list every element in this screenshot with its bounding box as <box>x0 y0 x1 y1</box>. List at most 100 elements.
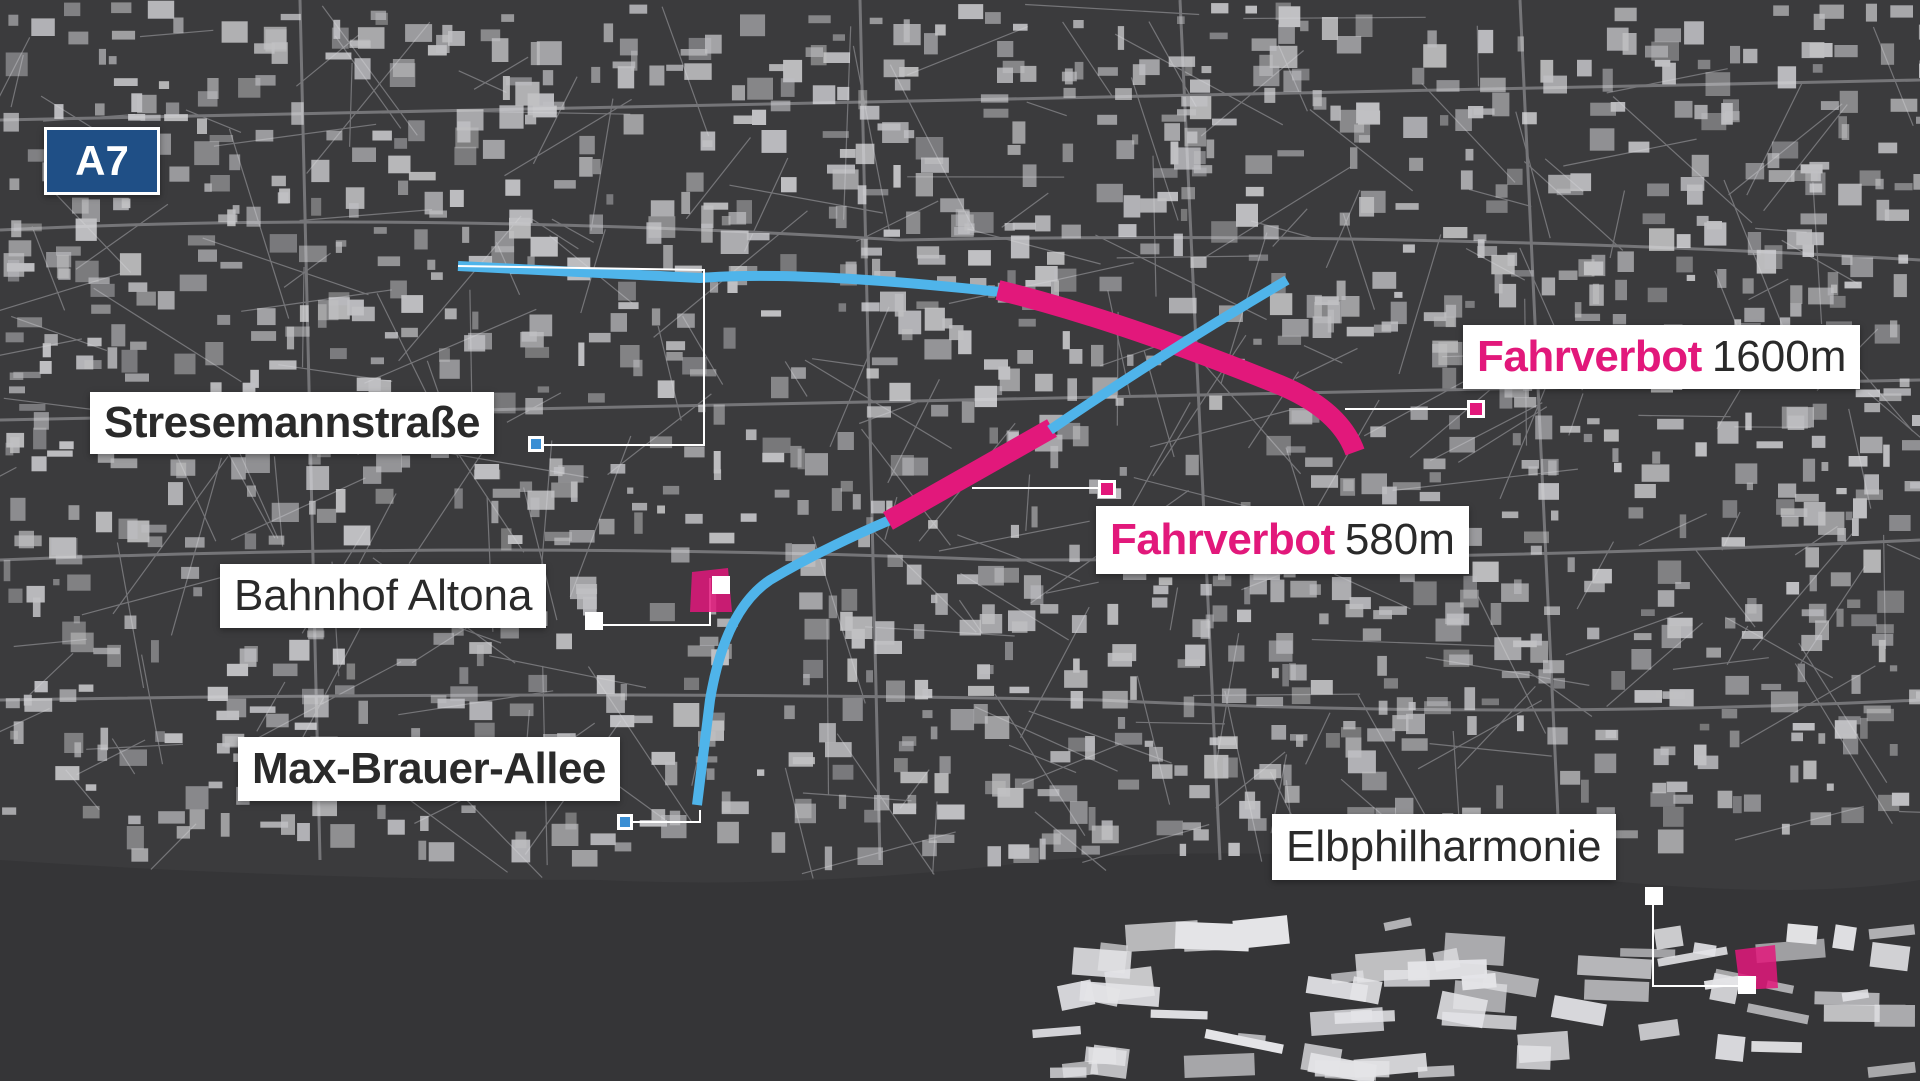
building <box>657 380 675 398</box>
building <box>9 386 25 394</box>
building <box>1864 403 1881 413</box>
building <box>444 308 457 320</box>
street <box>31 226 66 311</box>
building <box>1669 617 1693 627</box>
label-ban-maxbrauer[interactable]: Fahrverbot 580m <box>1096 506 1469 574</box>
label-elbphilharmonie[interactable]: Elbphilharmonie <box>1272 814 1616 880</box>
building <box>356 377 381 392</box>
label-bahnhof-altona[interactable]: Bahnhof Altona <box>220 564 547 628</box>
building <box>630 715 653 724</box>
building <box>1149 746 1163 762</box>
route-stresemannstrasse <box>457 261 1001 297</box>
building <box>1494 274 1503 294</box>
building <box>1256 696 1284 707</box>
building <box>1063 87 1076 98</box>
building <box>527 256 535 272</box>
harbor-building <box>1056 979 1096 1011</box>
building <box>721 791 731 813</box>
building <box>198 249 217 262</box>
building <box>1099 276 1122 292</box>
building <box>1193 829 1209 841</box>
building <box>530 42 540 66</box>
harbor-building <box>1751 1041 1802 1054</box>
building <box>210 382 222 400</box>
building <box>358 700 368 724</box>
building <box>788 752 813 767</box>
building <box>1860 717 1868 739</box>
building <box>1805 547 1819 568</box>
building <box>5 332 24 343</box>
label-ban-stresemann[interactable]: Fahrverbot 1600m <box>1463 325 1861 389</box>
building <box>1641 464 1670 482</box>
building <box>558 465 584 483</box>
building <box>147 536 163 548</box>
building <box>70 632 94 653</box>
building <box>1467 716 1477 735</box>
street <box>111 738 136 775</box>
building <box>1330 105 1341 121</box>
label-stresemannstrasse[interactable]: Stresemannstraße <box>90 392 494 454</box>
building <box>837 86 850 101</box>
building <box>1047 251 1065 265</box>
building <box>827 164 855 174</box>
building <box>1449 415 1460 430</box>
building <box>1777 66 1797 89</box>
building <box>906 564 922 585</box>
building <box>1064 68 1073 85</box>
building <box>1800 213 1827 225</box>
harbor-building <box>1350 1009 1373 1022</box>
building <box>95 103 105 116</box>
building <box>1442 367 1457 389</box>
building <box>528 674 548 692</box>
building <box>1855 389 1880 398</box>
building <box>1499 283 1517 308</box>
building <box>1663 806 1684 827</box>
building <box>216 743 230 754</box>
building <box>819 723 836 743</box>
building <box>1211 3 1229 14</box>
street <box>1523 161 1624 251</box>
label-max-brauer-allee[interactable]: Max-Brauer-Allee <box>238 737 620 801</box>
building <box>657 505 665 514</box>
building <box>1050 445 1059 469</box>
building <box>205 342 224 366</box>
markers <box>528 400 1778 994</box>
building <box>942 318 953 329</box>
building <box>515 81 540 106</box>
building <box>1392 482 1421 491</box>
building <box>1375 807 1396 816</box>
building <box>958 4 984 20</box>
building <box>1809 574 1817 592</box>
building <box>525 114 537 125</box>
building <box>5 52 28 77</box>
building <box>1403 116 1428 138</box>
building <box>1209 32 1228 40</box>
building <box>617 66 635 89</box>
building <box>42 343 51 358</box>
building <box>375 488 394 504</box>
building <box>968 685 995 696</box>
building <box>1853 498 1867 519</box>
harbor-building <box>1577 955 1653 980</box>
building <box>886 680 905 702</box>
building <box>875 621 895 645</box>
building <box>1276 633 1294 654</box>
building <box>1812 403 1827 420</box>
building <box>1850 257 1874 278</box>
building <box>491 246 515 268</box>
building <box>1331 577 1352 601</box>
street <box>458 70 507 93</box>
building <box>491 392 516 414</box>
building <box>1674 100 1693 118</box>
building <box>706 768 715 780</box>
building <box>1361 473 1387 495</box>
building <box>922 840 937 857</box>
building <box>648 216 676 238</box>
building <box>461 805 476 813</box>
street <box>0 78 1920 122</box>
harbor-building <box>1150 1009 1208 1020</box>
building <box>1319 613 1329 625</box>
building <box>890 455 914 476</box>
street <box>1430 402 1543 462</box>
